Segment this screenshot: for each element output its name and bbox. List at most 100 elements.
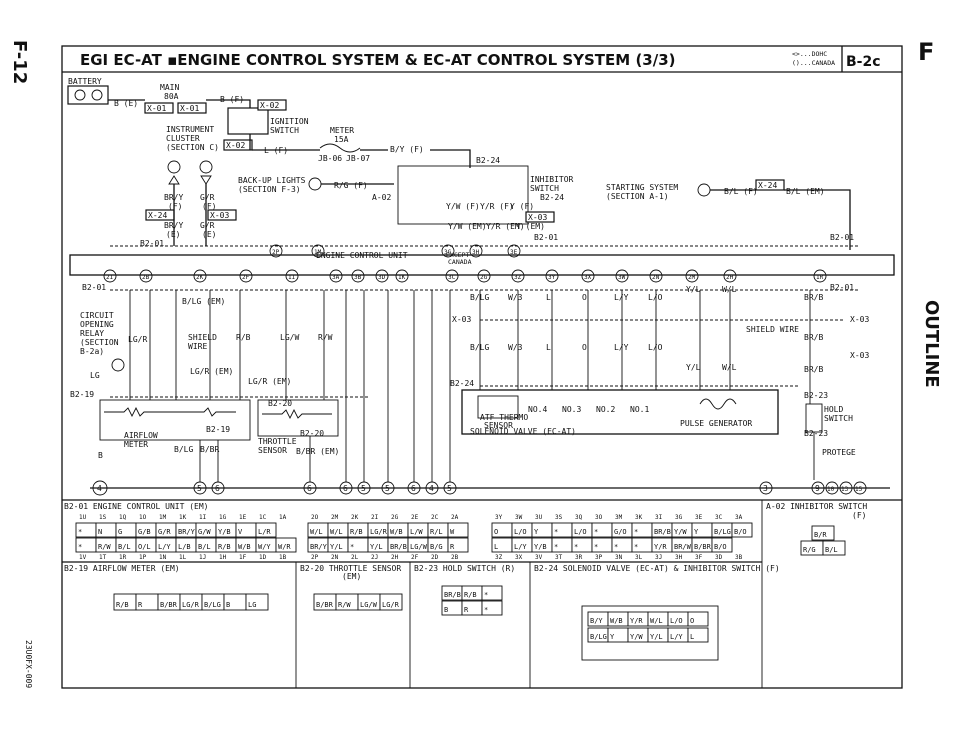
b201-r1-7: Y/B	[218, 528, 231, 536]
r-r2-4: *	[574, 543, 578, 551]
b224-r1-2: Y/R	[630, 617, 643, 625]
r-r1-1: L/O	[514, 528, 527, 536]
r-r1-5: *	[594, 528, 598, 536]
mid-bot-0: 2P	[311, 554, 319, 561]
pin-row-1: 2B	[142, 274, 150, 281]
r-r1-10: Y	[694, 528, 699, 536]
r-r2-6: *	[614, 543, 618, 551]
pin-row-4: 1I	[288, 274, 296, 281]
mid-r2-2: *	[350, 543, 354, 551]
mid-r1-6: R/L	[430, 528, 443, 536]
r-r2-2: Y/B	[534, 543, 547, 551]
mid-bot-4: 2H	[391, 554, 399, 561]
b201-bot-6: 1J	[199, 554, 206, 561]
b201-bot-8: 1F	[239, 554, 247, 561]
no1-label: NO.1	[630, 405, 649, 414]
pin-top-1: 1M	[314, 249, 322, 256]
ground-5c: 5	[385, 484, 390, 493]
b220-2: LG/W	[360, 601, 378, 609]
r-r2-3: *	[554, 543, 558, 551]
airflow-label: AIRFLOW	[124, 431, 158, 440]
yw-f: Y/W (F)	[446, 202, 480, 211]
shield-wire-label: SHIELD WIRE	[746, 325, 799, 334]
canada-label: CANADA	[448, 258, 472, 266]
mid-top-2: 2K	[351, 514, 359, 521]
b224-r2-4: L/Y	[670, 633, 683, 641]
atf-sensor-label: SENSOR	[484, 421, 513, 430]
b219-0: R/B	[116, 601, 129, 609]
meter2-label: METER	[124, 440, 148, 449]
col-yl: Y/L	[686, 285, 701, 294]
lgr-1: LG/R	[128, 335, 147, 344]
mid-r1-4: W/B	[390, 528, 403, 536]
section-a1: (SECTION A-1)	[606, 192, 669, 201]
r-bot-10: 3F	[695, 554, 703, 561]
r-r2-0: L	[494, 543, 498, 551]
fuse-15a: 15A	[334, 135, 349, 144]
mid-bot-1: 2N	[331, 554, 339, 561]
page-title: EGI EC-AT ▪ENGINE CONTROL SYSTEM & EC-AT…	[80, 51, 676, 69]
pin-row-11: 3Z	[514, 274, 522, 281]
solenoid-valve-box	[461, 389, 779, 435]
rb-1: R/B	[236, 333, 251, 342]
b224-connector-title: B2-24 SOLENOID VALVE (EC-AT) & INHIBITOR…	[534, 564, 780, 573]
em-1: (E)	[166, 230, 180, 239]
b201-top-6: 1I	[199, 514, 207, 521]
yr-em: Y/R (EM)	[486, 222, 525, 231]
r-r2-11: B/O	[714, 543, 727, 551]
b201-top-4: 1M	[159, 514, 167, 521]
r-top-6: 3M	[615, 514, 623, 521]
mid-top-1: 2M	[331, 514, 339, 521]
r-bot-1: 3X	[515, 554, 523, 561]
blg-em: B/LG (EM)	[182, 297, 225, 306]
pin-row-13: 3X	[584, 274, 592, 281]
b224-top-2: B2-24	[476, 156, 500, 165]
b219-4: B/LG	[204, 601, 221, 609]
col-lo-2: L/O	[648, 343, 663, 352]
mid-r1-2: R/B	[350, 528, 363, 536]
b224-housing	[581, 605, 719, 661]
battery-label: BATTERY	[68, 77, 102, 86]
pin-top-0: 2P	[272, 249, 280, 256]
r-r1-6: G/O	[614, 528, 627, 536]
r-r2-7: *	[634, 543, 638, 551]
pin-row-3: 2F	[242, 274, 250, 281]
lg-label: LG	[90, 371, 100, 380]
r-bot-0: 3Z	[495, 554, 503, 561]
r-r1-9: Y/W	[674, 528, 687, 536]
mid-r1-0: W/L	[310, 528, 323, 536]
section-c: (SECTION C)	[166, 143, 219, 152]
b201-r2-1: R/W	[98, 543, 111, 551]
ground-5d: 5	[447, 484, 452, 493]
r-top-0: 3Y	[495, 514, 503, 521]
corner-small-2: ()...CANADA	[792, 59, 835, 67]
r-r2-8: Y/R	[654, 543, 667, 551]
x03-lower-right-2: X-03	[850, 351, 869, 360]
b201-bot-3: 1P	[139, 554, 147, 561]
mid-bot-7: 2B	[451, 554, 459, 561]
b201-bot-0: 1V	[79, 554, 87, 561]
r-top-9: 3G	[675, 514, 683, 521]
f-2: (F)	[202, 202, 216, 211]
b201-bot-2: 1R	[119, 554, 127, 561]
side-letter: F	[918, 38, 934, 66]
b201-mid: B2-01	[534, 233, 558, 242]
r-top-7: 3K	[635, 514, 643, 521]
g-r-f: G/R	[200, 193, 215, 202]
mid-r1-3: LG/R	[370, 528, 388, 536]
pin-row-18: 1R	[816, 274, 824, 281]
pulse-generator-coil	[699, 398, 737, 410]
col-l-2: L	[546, 343, 551, 352]
yw-em: Y/W (EM)	[448, 222, 487, 231]
hold-label: HOLD	[824, 405, 843, 414]
mid-r2-3: Y/L	[370, 543, 383, 551]
ground-13: 13	[841, 486, 849, 493]
ground-6b: 6	[307, 484, 312, 493]
r-r2-5: *	[594, 543, 598, 551]
mid-bot-5: 2F	[411, 554, 419, 561]
x24-left: X-24	[148, 211, 167, 220]
mid-top-7: 2A	[451, 514, 459, 521]
b220-1: R/W	[338, 601, 351, 609]
